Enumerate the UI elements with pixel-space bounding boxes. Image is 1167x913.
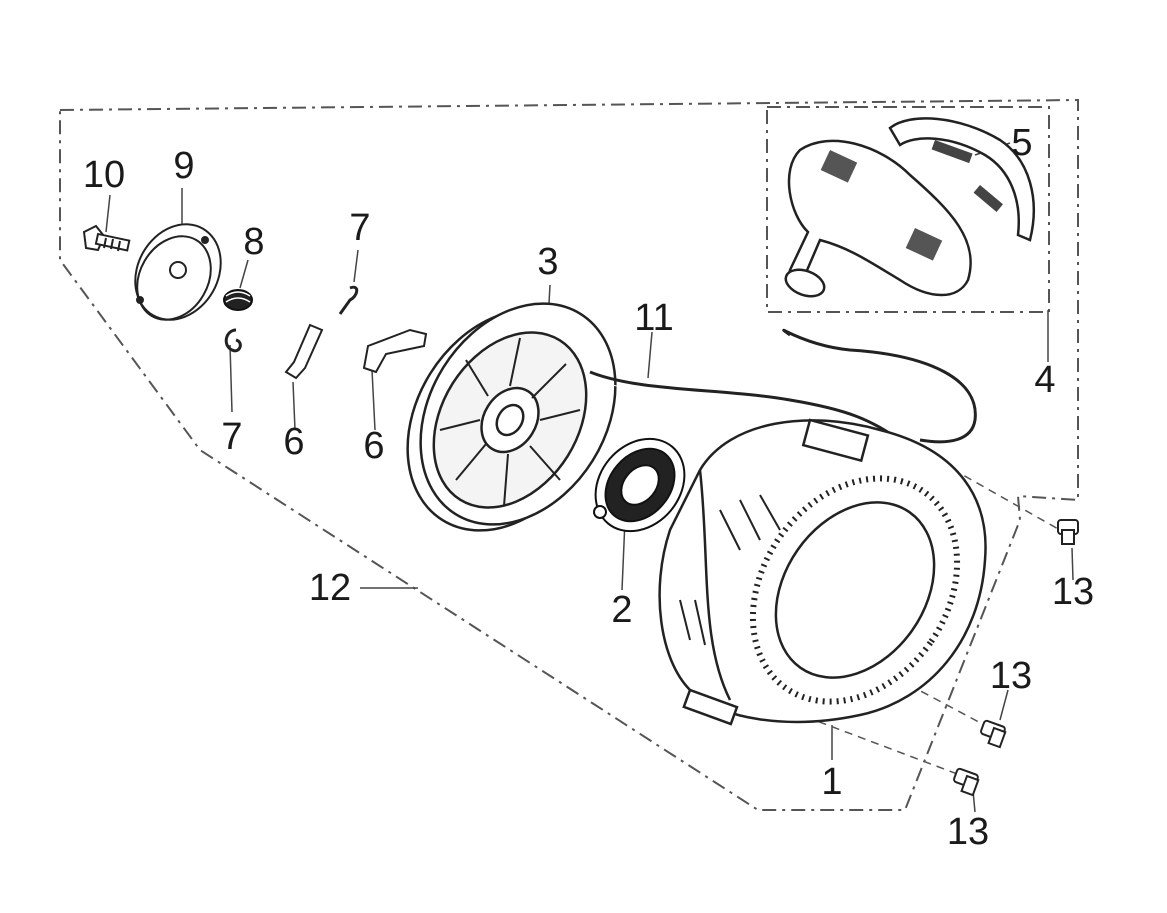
recoil-spring-part-2 — [593, 437, 686, 533]
bolt-part-10 — [82, 224, 131, 252]
pulley-part-3 — [406, 302, 617, 532]
callout-part-12: 12 — [308, 567, 352, 609]
callout-part-1: 1 — [821, 761, 843, 803]
clip-part-7b — [338, 285, 359, 315]
callout-part-5: 5 — [1011, 122, 1033, 164]
pawl-part-6b — [362, 328, 428, 374]
callout-part-7-upper: 7 — [349, 207, 371, 249]
handle-grip-part-5 — [888, 117, 1035, 242]
callout-part-8: 8 — [243, 221, 265, 263]
callout-part-7-left: 7 — [221, 416, 243, 458]
starter-handle-part-4 — [784, 139, 972, 298]
starter-case-part-1 — [658, 418, 987, 726]
bolt-part-13a — [1057, 519, 1079, 545]
callout-part-4: 4 — [1034, 359, 1056, 401]
clip-part-7a — [224, 328, 242, 353]
callout-part-3: 3 — [537, 241, 559, 283]
callout-part-13-b: 13 — [989, 655, 1033, 697]
callout-part-9: 9 — [173, 145, 195, 187]
callout-part-13-a: 13 — [1051, 571, 1095, 613]
handle-assembly-boundary-4 — [766, 106, 1050, 313]
callout-part-6-right: 6 — [363, 425, 385, 467]
callout-part-13-c: 13 — [946, 811, 990, 853]
bolt-part-13b — [980, 719, 1007, 749]
ratchet-plate-part-9 — [134, 223, 222, 321]
bolt-part-13c — [953, 767, 980, 797]
callout-part-6-left: 6 — [283, 421, 305, 463]
callout-part-2: 2 — [611, 589, 633, 631]
rope-part-11 — [589, 328, 977, 444]
callout-part-11: 11 — [634, 297, 674, 339]
pawl-part-6a — [284, 323, 324, 380]
spring-part-8 — [223, 289, 253, 311]
assembly-boundary-12 — [59, 98, 1079, 811]
callout-part-10: 10 — [82, 154, 126, 196]
